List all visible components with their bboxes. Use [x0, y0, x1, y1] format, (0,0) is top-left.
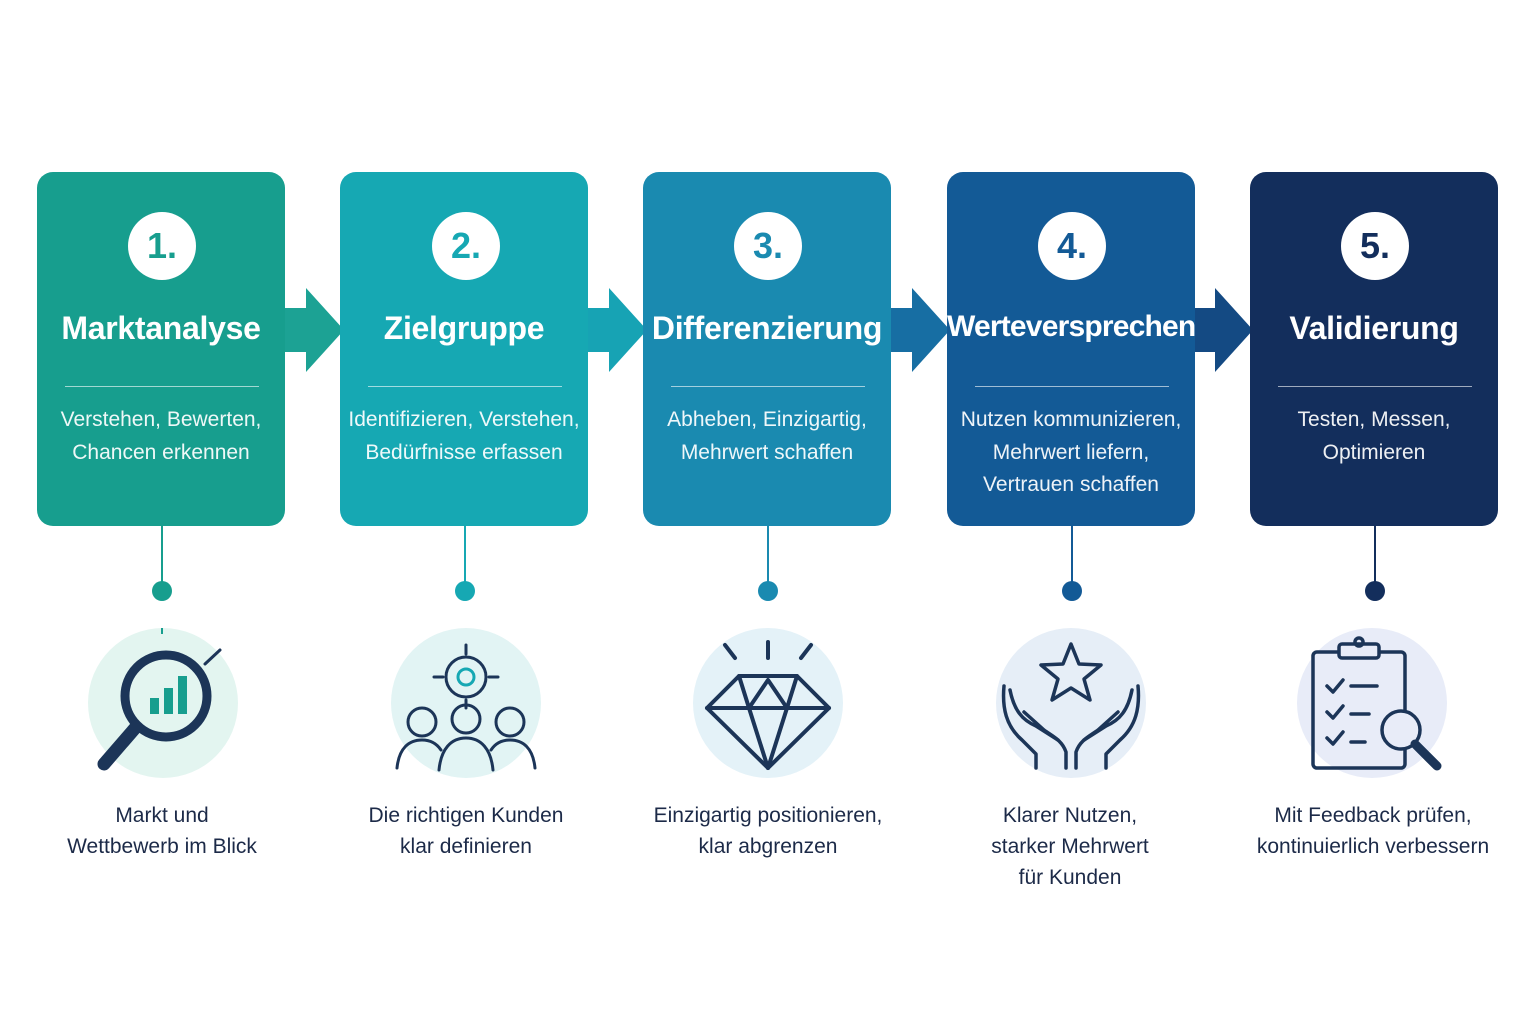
- step-caption-2-line-2: klar definieren: [400, 835, 532, 858]
- arrow-2-to-3: [587, 288, 647, 372]
- connector-dot-5: [1365, 581, 1385, 601]
- checklist-magnifier-icon: [1297, 628, 1447, 778]
- step-caption-1-line-2: Wettbewerb im Blick: [67, 835, 257, 858]
- connector-stem-5: [1374, 526, 1376, 582]
- step-title-4: Werteversprechen: [947, 310, 1196, 343]
- step-caption-3-line-1: Einzigartig positionieren,: [653, 804, 883, 827]
- connector-dot-3: [758, 581, 778, 601]
- connector-stem-4: [1071, 526, 1073, 582]
- step-title-5: Validierung: [1289, 310, 1459, 346]
- step-desc-5-line-1: Testen, Messen,: [1297, 408, 1451, 431]
- step-number-5: 5.: [1341, 212, 1409, 280]
- step-divider-5: [1278, 386, 1472, 387]
- arrow-4-to-5: [1193, 288, 1253, 372]
- magnifier-chart-icon: [88, 628, 238, 778]
- step-caption-4: Klarer Nutzen, starker Mehrwert für Kund…: [920, 800, 1220, 893]
- step-desc-2-line-1: Identifizieren, Verstehen,: [348, 408, 580, 431]
- step-title-3: Differenzierung: [651, 310, 883, 346]
- step-desc-4-line-3: Vertrauen schaffen: [983, 473, 1159, 496]
- step-caption-1-line-1: Markt und: [115, 804, 209, 827]
- step-desc-1-line-2: Chancen erkennen: [72, 440, 250, 464]
- arrow-1-to-2: [284, 288, 344, 372]
- step-caption-4-line-1: Klarer Nutzen,: [1002, 804, 1138, 827]
- hands-star-icon: [996, 628, 1146, 778]
- step-desc-3-line-2: Mehrwert schaffen: [680, 440, 854, 464]
- step-desc-4-line-1: Nutzen kommunizieren,: [960, 408, 1182, 431]
- connector-stem-3: [767, 526, 769, 582]
- step-number-3: 3.: [734, 212, 802, 280]
- step-desc-1: Verstehen, Bewerten, Chancen erkennen: [37, 404, 285, 469]
- connector-dot-4: [1062, 581, 1082, 601]
- step-divider-2: [368, 386, 562, 387]
- step-caption-3: Einzigartig positionieren, klar abgrenze…: [618, 800, 918, 862]
- step-desc-4-line-2: Mehrwert liefern,: [992, 440, 1150, 464]
- connector-dot-1: [152, 581, 172, 601]
- connector-dot-2: [455, 581, 475, 601]
- step-caption-5-line-2: kontinuierlich verbessern: [1256, 835, 1490, 858]
- step-divider-3: [671, 386, 865, 387]
- step-desc-5-line-2: Optimieren: [1322, 440, 1426, 464]
- step-desc-3-line-1: Abheben, Einzigartig,: [667, 408, 867, 431]
- step-caption-2: Die richtigen Kunden klar definieren: [316, 800, 616, 862]
- step-caption-5: Mit Feedback prüfen, kontinuierlich verb…: [1223, 800, 1523, 862]
- target-group-icon: [391, 628, 541, 778]
- step-title-2: Zielgruppe: [383, 310, 545, 346]
- step-desc-2: Identifizieren, Verstehen, Bedürfnisse e…: [340, 404, 588, 469]
- arrow-3-to-4: [890, 288, 950, 372]
- step-desc-5: Testen, Messen, Optimieren: [1250, 404, 1498, 469]
- step-desc-1-line-1: Verstehen, Bewerten,: [60, 408, 262, 431]
- step-caption-1: Markt und Wettbewerb im Blick: [12, 800, 312, 862]
- step-number-4: 4.: [1038, 212, 1106, 280]
- step-caption-2-line-1: Die richtigen Kunden: [368, 804, 564, 827]
- step-number-2: 2.: [432, 212, 500, 280]
- connector-stem-1: [161, 526, 163, 582]
- connector-stem-2: [464, 526, 466, 582]
- step-caption-5-line-1: Mit Feedback prüfen,: [1274, 804, 1472, 827]
- step-title-1: Marktanalyse: [61, 310, 261, 346]
- step-divider-1: [65, 386, 259, 387]
- step-desc-3: Abheben, Einzigartig, Mehrwert schaffen: [643, 404, 891, 469]
- step-caption-4-line-2: starker Mehrwert: [991, 835, 1149, 858]
- step-desc-2-line-2: Bedürfnisse erfassen: [365, 440, 563, 464]
- step-caption-3-line-2: klar abgrenzen: [698, 835, 838, 858]
- step-number-1: 1.: [128, 212, 196, 280]
- step-divider-4: [975, 386, 1169, 387]
- step-caption-4-line-3: für Kunden: [1018, 866, 1122, 889]
- step-desc-4: Nutzen kommunizieren, Mehrwert liefern, …: [947, 404, 1195, 502]
- diamond-icon: [693, 628, 843, 778]
